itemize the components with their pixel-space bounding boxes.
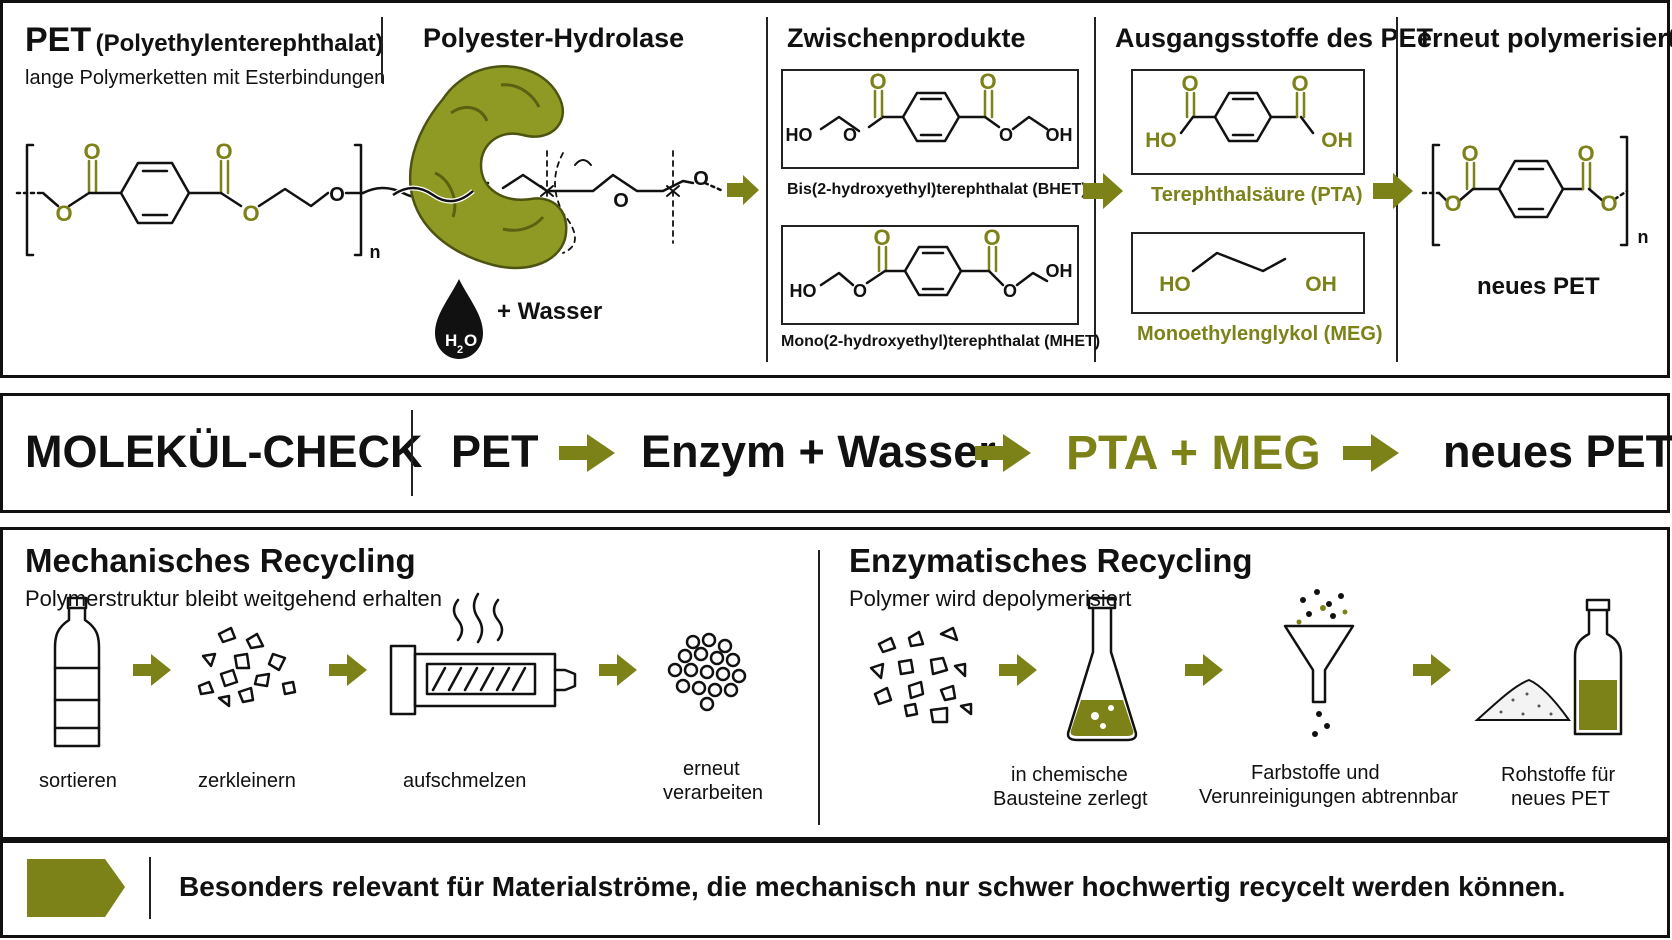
subscript-n: n [1638, 227, 1649, 247]
atom-o: O [979, 69, 996, 94]
atom-o: O [853, 281, 867, 301]
check-step-enzyme: Enzym + Wasser [641, 426, 996, 477]
ribbon-icon [27, 859, 125, 917]
atom-o: O [215, 139, 232, 164]
footer-text: Besonders relevant für Materialströme, d… [179, 871, 1566, 902]
subscript-n: n [370, 242, 381, 262]
recycling-comparison-panel: Mechanisches Recycling Polymerstruktur b… [0, 527, 1670, 840]
funnel-icon [1283, 624, 1355, 704]
molecule-check-panel: MOLEKÜL-CHECK PET Enzym + Wasser PTA + M… [0, 393, 1672, 513]
extruder-icon [389, 592, 577, 716]
feedstock-title: Ausgangsstoffe des PET [1115, 23, 1434, 53]
molecule-check-label: MOLEKÜL-CHECK [25, 426, 423, 477]
check-arrows [559, 434, 1399, 472]
pet-subtitle: lange Polymerketten mit Esterbindungen [25, 67, 386, 89]
atom-o: O [693, 168, 709, 190]
intermediates-title: Zwischenprodukte [787, 23, 1026, 53]
mechanical-subtitle: Polymerstruktur bleibt weitgehend erhalt… [25, 586, 443, 611]
divider [149, 857, 151, 919]
pet-heading: PET (Polyethylenterephthalat) [25, 21, 384, 60]
mhet-label: Mono(2-hydroxyethyl)terephthalat (MHET) [781, 333, 1101, 350]
pta-label: Terephthalsäure (PTA) [1151, 184, 1363, 206]
h2o-h: H [445, 331, 457, 350]
atom-o: O [1291, 71, 1308, 96]
step-shred-label: zerkleinern [198, 770, 296, 792]
meg-box [1131, 232, 1365, 314]
bottle-icon [53, 596, 101, 748]
step-melt-label: aufschmelzen [403, 770, 527, 792]
atom-o: O [983, 225, 1000, 250]
atom-o: O [1181, 71, 1198, 96]
enzyme-icon [391, 65, 568, 270]
powder-jar-icon [1573, 598, 1623, 736]
check-step-pta-meg: PTA + MEG [1066, 427, 1321, 480]
meg-label: Monoethylenglykol (MEG) [1137, 323, 1383, 345]
new-pet-label: neues PET [1477, 273, 1600, 300]
atom-oh: OH [1046, 125, 1073, 145]
step-raw-label: neues PET [1511, 788, 1610, 810]
pellets-icon [667, 632, 747, 712]
mhet-box [781, 225, 1079, 325]
arrow-right-icon [727, 173, 1413, 209]
step-reprocess-label: verarbeiten [663, 782, 764, 804]
step-decompose-label: in chemische [1011, 764, 1128, 786]
reaction-panel: PET (Polyethylenterephthalat) lange Poly… [0, 0, 1672, 378]
atom-o: O [1444, 191, 1461, 216]
flakes-icon [197, 626, 297, 708]
divider [818, 550, 820, 825]
bhet-label: Bis(2-hydroxyethyl)terephthalat (BHET) [787, 181, 1087, 198]
atom-o: O [869, 69, 886, 94]
atom-o: O [873, 225, 890, 250]
step-reprocess-label: erneut [683, 758, 740, 780]
check-step-new-pet: neues PET [1443, 426, 1672, 477]
water-label: + Wasser [497, 298, 603, 325]
atom-o: O [999, 125, 1013, 145]
repoly-title: erneut polymerisiert [1417, 23, 1672, 53]
step-decompose-label: Bausteine zerlegt [993, 788, 1148, 810]
flask-icon [1066, 596, 1138, 742]
atom-ho: HO [790, 281, 817, 301]
recycling-icons [53, 589, 1623, 748]
bhet-box [781, 69, 1079, 169]
flakes-icon [869, 626, 973, 724]
atom-o: O [843, 125, 857, 145]
atom-oh: OH [1305, 273, 1337, 296]
h2o-2: 2 [457, 344, 463, 356]
divider [766, 17, 768, 362]
step-separate-label: Farbstoffe und [1251, 762, 1380, 784]
step-sort-label: sortieren [39, 770, 117, 792]
pet-title-sub: (Polyethylenterephthalat) [95, 30, 384, 57]
atom-ho: HO [786, 125, 813, 145]
arrow-right-icon [133, 654, 1451, 686]
water-drop-icon: H 2 O [435, 279, 483, 359]
step-separate-label: Verunreinigungen abtrennbar [1199, 786, 1459, 808]
pta-box [1131, 69, 1365, 175]
atom-o: O [1003, 281, 1017, 301]
enzymatic-subtitle: Polymer wird depolymerisiert [849, 586, 1132, 611]
pet-title: PET [25, 21, 92, 59]
divider [381, 17, 383, 83]
atom-ho: HO [1145, 129, 1177, 152]
atom-ho: HO [1159, 273, 1191, 296]
chemistry-drawing: O O O O O O O O O O O O O O HO OH HO OH … [15, 65, 1649, 359]
footer-panel: Besonders relevant für Materialströme, d… [0, 840, 1670, 938]
step-raw-label: Rohstoffe für [1501, 764, 1616, 786]
mechanical-title: Mechanisches Recycling [25, 542, 416, 579]
atom-oh: OH [1046, 261, 1073, 281]
atom-o: O [1600, 191, 1617, 216]
enzymatic-title: Enzymatisches Recycling [849, 542, 1253, 579]
atom-oh: OH [1321, 129, 1353, 152]
check-step-pet: PET [451, 426, 539, 477]
enzyme-title: Polyester-Hydrolase [423, 23, 685, 53]
atom-o: O [329, 184, 345, 206]
divider [411, 410, 413, 496]
atom-o: O [83, 139, 100, 164]
h2o-o: O [464, 331, 477, 350]
atom-o: O [613, 190, 629, 212]
atom-o: O [242, 201, 259, 226]
atom-o: O [1461, 141, 1478, 166]
atom-o: O [55, 201, 72, 226]
atom-o: O [1577, 141, 1594, 166]
arrow-right-icon [559, 434, 1399, 472]
